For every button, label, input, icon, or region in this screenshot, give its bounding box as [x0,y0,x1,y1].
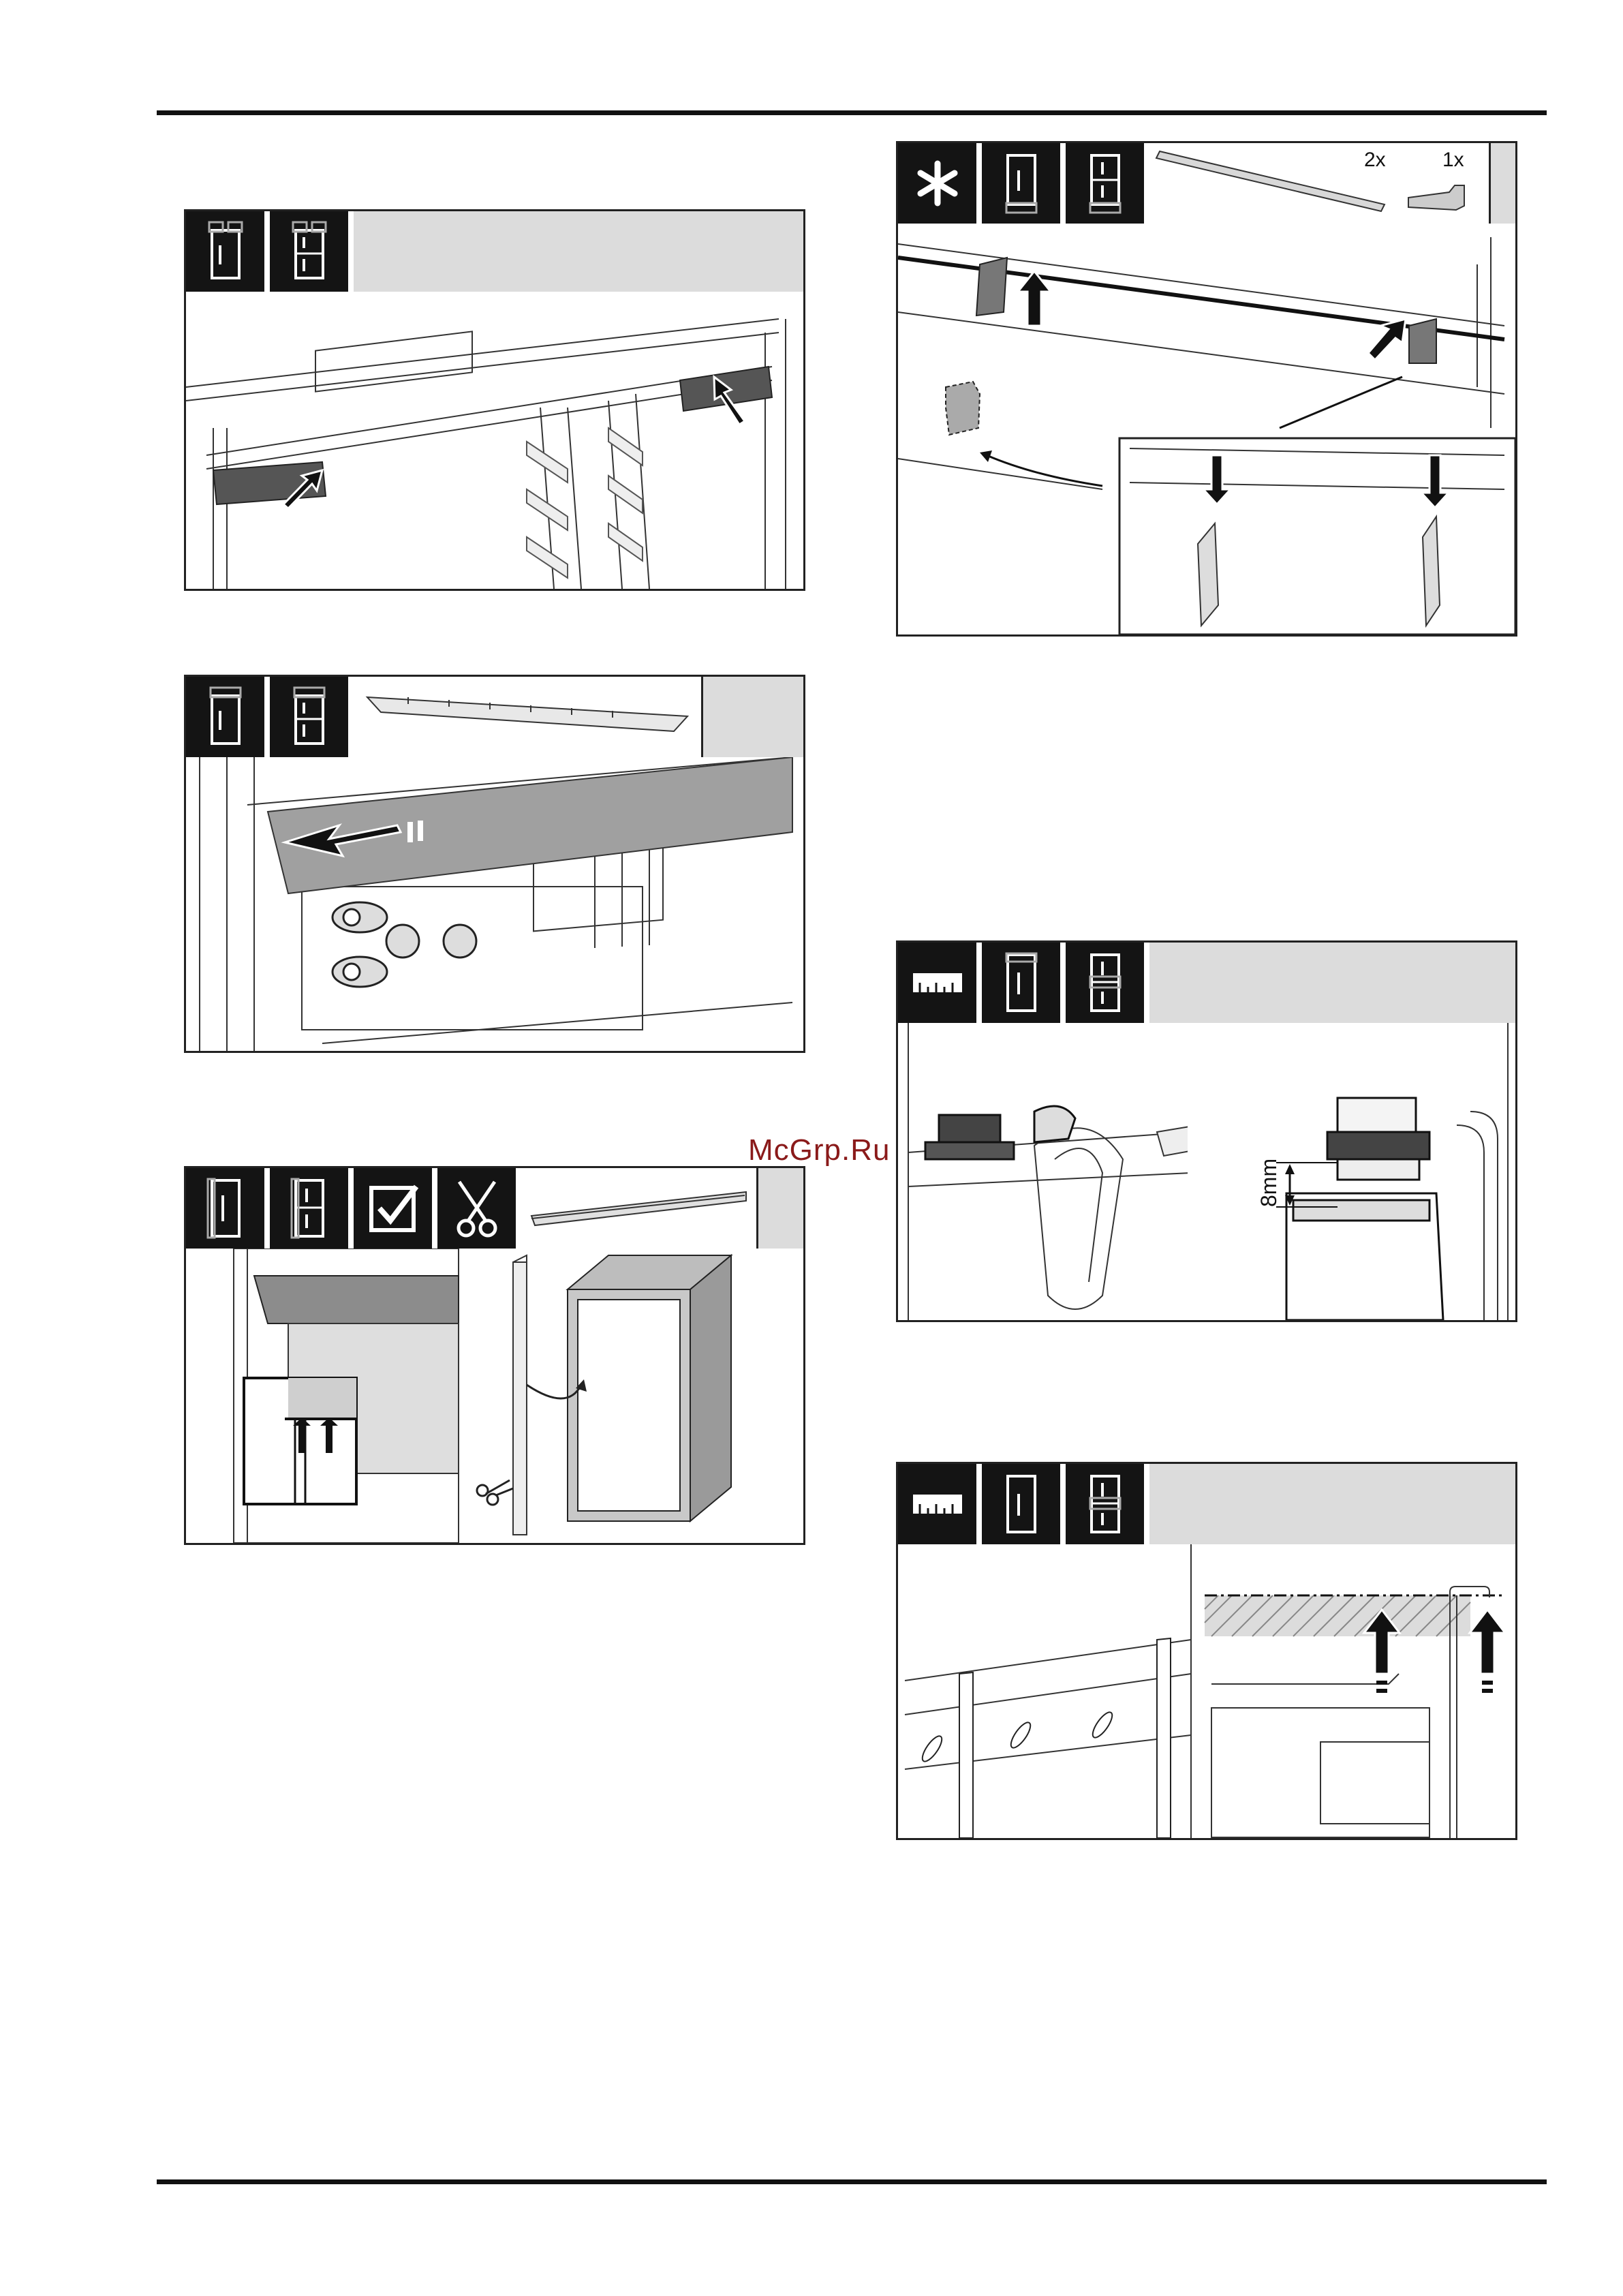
panel-seal-cutting [184,1166,805,1545]
fridge-icon [186,677,270,757]
fridge-icon [982,1464,1066,1544]
header-blank [1149,943,1515,1023]
quantity-2x: 2x [1364,149,1386,172]
scissors-icon [437,1168,521,1249]
fridge-freezer-icon [270,1168,354,1249]
checkbox-icon [354,1168,437,1249]
panel-header [186,211,803,292]
panel-header [898,943,1515,1023]
header-blank [1149,1464,1515,1544]
illustration-top-trim [186,757,803,1051]
asterisk-icon [898,143,982,224]
arrow-icon [283,377,745,508]
header-blank [1491,143,1515,224]
fridge-freezer-icon [270,211,354,292]
bracket-parts: 2x 1x [1149,143,1491,224]
fridge-freezer-icon [1066,143,1149,224]
watermark: McGrp.Ru [748,1133,890,1167]
scissors-icon [477,1480,513,1505]
fridge-icon [982,943,1066,1023]
dimension-label: 8mm [1256,1159,1281,1207]
panel-header [186,677,803,757]
hex-bolt-right [1286,1098,1443,1320]
detail-inset [244,1378,356,1504]
hinge-rail [919,1638,1171,1838]
quantity-1x: 1x [1442,149,1464,172]
panel-alignment [896,1462,1517,1840]
bottom-rule [157,2179,1547,2184]
header-blank [354,211,803,292]
panel-header [186,1168,803,1249]
panel-header: 2x 1x [898,143,1515,224]
ruler-icon [898,943,982,1023]
trim-strip-part [354,677,703,757]
illustration-alignment [898,1544,1515,1838]
illustration-bracket-mount [898,224,1515,634]
top-rule [157,110,1547,115]
seal-strip [513,1255,527,1535]
fridge-icon [982,143,1066,224]
fridge-freezer-icon [1066,1464,1149,1544]
fridge-icon [186,1168,270,1249]
cabinet-illustration [568,1255,731,1521]
illustration-height-adjust: 8mm [898,1023,1515,1320]
fridge-freezer-icon [1066,943,1149,1023]
seal-strip-part [521,1168,758,1249]
ruler-icon [898,1464,982,1544]
panel-header [898,1464,1515,1544]
fridge-freezer-icon [270,677,354,757]
header-blank [703,677,803,757]
fridge-icon [186,211,270,292]
hex-bolt-left [925,1106,1075,1159]
header-blank [758,1168,803,1249]
panel-top-trim [184,675,805,1053]
illustration-seal-cutting [186,1249,803,1543]
panel-bracket-mount: 2x 1x [896,141,1517,637]
illustration-hinge-covers [186,292,803,589]
panel-height-adjust-8mm: 8mm [896,940,1517,1322]
panel-door-hinge-covers [184,209,805,591]
countertop [1205,1595,1504,1636]
detail-inset [1119,438,1515,634]
arrow-icon [1018,271,1406,360]
